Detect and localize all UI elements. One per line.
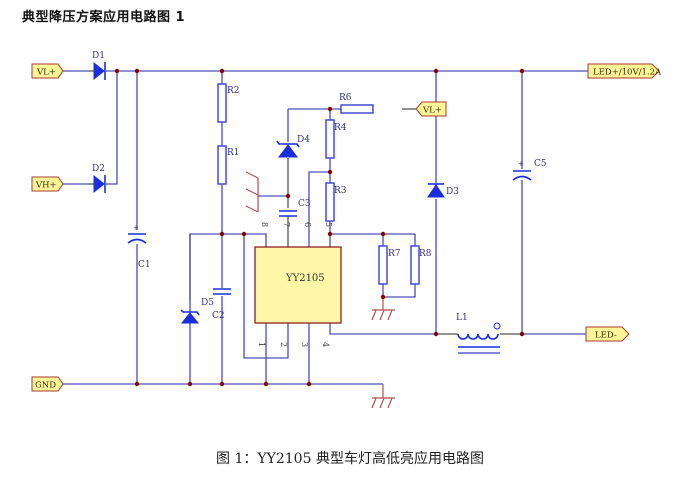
junction bbox=[327, 231, 333, 237]
pin-2-label: 2 bbox=[279, 342, 288, 347]
junction bbox=[306, 381, 312, 387]
junction bbox=[519, 68, 525, 74]
wires bbox=[63, 70, 588, 398]
label-c2: C2 bbox=[212, 311, 225, 321]
label-c1: C1 bbox=[138, 260, 151, 270]
ic-label: YY2105 bbox=[285, 273, 325, 284]
label-r2: R2 bbox=[227, 86, 240, 96]
polarity-plus: + bbox=[133, 224, 139, 232]
figure-caption: 图 1：YY2105 典型车灯高低亮应用电路图 bbox=[216, 451, 484, 467]
resistor-r2: R2 bbox=[217, 83, 240, 123]
inductor-l1: L1 bbox=[456, 313, 501, 354]
label-c3: C3 bbox=[298, 199, 311, 209]
resistor-r1: R1 bbox=[217, 145, 240, 185]
port-led-plus: LED+/10V/1.2A bbox=[587, 63, 662, 79]
diode-d1: D1 bbox=[88, 51, 106, 81]
port-vl-left: VL+ bbox=[31, 63, 64, 79]
port-label: LED+/10V/1.2A bbox=[593, 68, 662, 78]
resistor-r8: R8 bbox=[410, 245, 432, 285]
junction bbox=[519, 331, 525, 337]
junction bbox=[380, 294, 386, 300]
label-r7: R7 bbox=[388, 249, 401, 259]
wire-d2-rail bbox=[106, 71, 118, 185]
label-r4: R4 bbox=[334, 123, 347, 133]
wire-r7-r8-bottom bbox=[382, 284, 416, 298]
polarity-plus: + bbox=[518, 160, 524, 168]
resistor-r7: R7 bbox=[378, 245, 401, 285]
label-l1: L1 bbox=[456, 313, 468, 323]
diode-d3: D3 bbox=[427, 183, 459, 198]
label-d1: D1 bbox=[92, 51, 105, 61]
diode-d2: D2 bbox=[88, 164, 106, 194]
pin-6-label: 6 bbox=[303, 222, 312, 227]
port-label: VH+ bbox=[35, 181, 57, 191]
label-r8: R8 bbox=[419, 249, 432, 259]
junction bbox=[134, 68, 140, 74]
junction bbox=[134, 381, 140, 387]
junction bbox=[263, 381, 269, 387]
pin-1-label: 1 bbox=[257, 342, 266, 347]
ground-symbol-r7 bbox=[371, 309, 395, 321]
capacitor-c5: + C5 bbox=[512, 159, 547, 181]
junction bbox=[327, 169, 333, 175]
diode-icon bbox=[93, 174, 105, 194]
label-c5: C5 bbox=[534, 159, 547, 169]
port-vh-left: VH+ bbox=[31, 176, 64, 192]
port-vl-r6: VL+ bbox=[415, 101, 447, 117]
junction bbox=[380, 231, 386, 237]
port-label: GND bbox=[35, 381, 56, 391]
port-gnd: GND bbox=[31, 376, 64, 392]
wire-pin6 bbox=[308, 171, 330, 247]
capacitor-c1: + C1 bbox=[127, 224, 151, 270]
zener-d5: D5 bbox=[180, 234, 214, 324]
diagram-heading: 典型降压方案应用电路图 1 bbox=[22, 10, 186, 25]
port-led-minus: LED- bbox=[585, 326, 630, 342]
ic-yy2105: YY2105 8 7 6 5 1 2 3 4 bbox=[254, 222, 342, 347]
label-r1: R1 bbox=[227, 148, 240, 158]
zener-icon bbox=[180, 312, 200, 324]
port-label: VL+ bbox=[422, 106, 442, 116]
capacitor-c3: C3 bbox=[279, 199, 311, 217]
wire-pin8-node bbox=[189, 233, 267, 384]
junction bbox=[241, 231, 247, 237]
diode-icon bbox=[93, 61, 105, 81]
label-r3: R3 bbox=[334, 186, 347, 196]
pin-5-label: 5 bbox=[324, 222, 333, 227]
pin-3-label: 3 bbox=[300, 342, 309, 347]
label-d5: D5 bbox=[201, 298, 214, 308]
pin-8-label: 8 bbox=[260, 222, 269, 227]
label-d3: D3 bbox=[446, 187, 459, 197]
label-d4: D4 bbox=[297, 135, 310, 145]
zener-d4: D4 bbox=[276, 135, 310, 158]
resistor-r6: R6 bbox=[339, 93, 374, 114]
resistor-r3: R3 bbox=[325, 182, 347, 222]
junction bbox=[285, 193, 291, 199]
pin-7-label: 7 bbox=[282, 222, 291, 227]
ground-symbol-main bbox=[371, 397, 395, 409]
junction bbox=[219, 381, 225, 387]
junction bbox=[187, 381, 193, 387]
label-d2: D2 bbox=[92, 164, 105, 174]
ground-symbol-c3 bbox=[245, 171, 259, 213]
wire-pin4 bbox=[329, 323, 436, 335]
junction bbox=[219, 68, 225, 74]
label-r6: R6 bbox=[339, 93, 352, 103]
junction bbox=[433, 331, 439, 337]
diode-icon bbox=[427, 184, 445, 198]
inductor-icon bbox=[457, 333, 499, 340]
junction bbox=[219, 231, 225, 237]
junction bbox=[433, 68, 439, 74]
resistor-r4: R4 bbox=[325, 119, 347, 159]
port-label: VL+ bbox=[36, 68, 56, 78]
port-label: LED- bbox=[595, 331, 617, 341]
pin-4-label: 4 bbox=[321, 342, 330, 347]
capacitor-c2: C2 bbox=[212, 288, 231, 321]
junction bbox=[327, 106, 333, 112]
zener-icon bbox=[278, 144, 298, 158]
junctions bbox=[114, 68, 525, 387]
junction bbox=[114, 68, 120, 74]
